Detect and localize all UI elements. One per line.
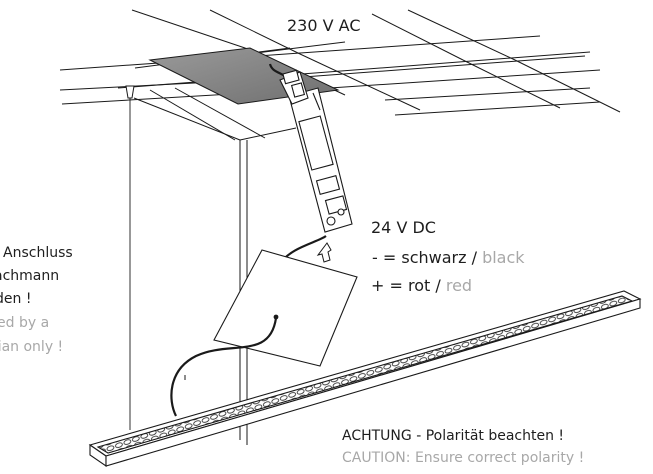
- polarity-plus-en: red: [445, 276, 473, 295]
- output-voltage-label: 24 V DC: [371, 218, 436, 237]
- cable-entry-point: [273, 314, 279, 320]
- polarity-minus-en: black: [482, 248, 525, 267]
- suspension-wire: [125, 85, 135, 430]
- polarity-minus-de: - = schwarz /: [372, 248, 483, 267]
- ceiling-tile: [213, 249, 358, 367]
- side-warning-de-line2: achmann: [0, 268, 60, 284]
- side-warning-de-line1: Anschluss: [3, 245, 73, 261]
- side-warning-en-line1: ed by a: [0, 315, 50, 331]
- led-driver: [279, 69, 353, 233]
- polarity-plus-label: + = rot / red: [371, 276, 472, 295]
- mains-voltage-label: 230 V AC: [287, 16, 361, 35]
- output-arrow-icon: [316, 242, 332, 263]
- polarity-minus-label: - = schwarz / black: [372, 248, 525, 267]
- caution-text-en: CAUTION: Ensure correct polarity !: [342, 450, 585, 466]
- polarity-plus-de: + = rot /: [371, 276, 446, 295]
- side-warning-de-line3: den !: [0, 291, 32, 307]
- caution-text-de: ACHTUNG - Polarität beachten !: [342, 428, 565, 444]
- linear-luminaire: [88, 290, 642, 468]
- side-warning-en-line2: cian only !: [0, 339, 64, 355]
- luminaire-cable: [170, 317, 278, 417]
